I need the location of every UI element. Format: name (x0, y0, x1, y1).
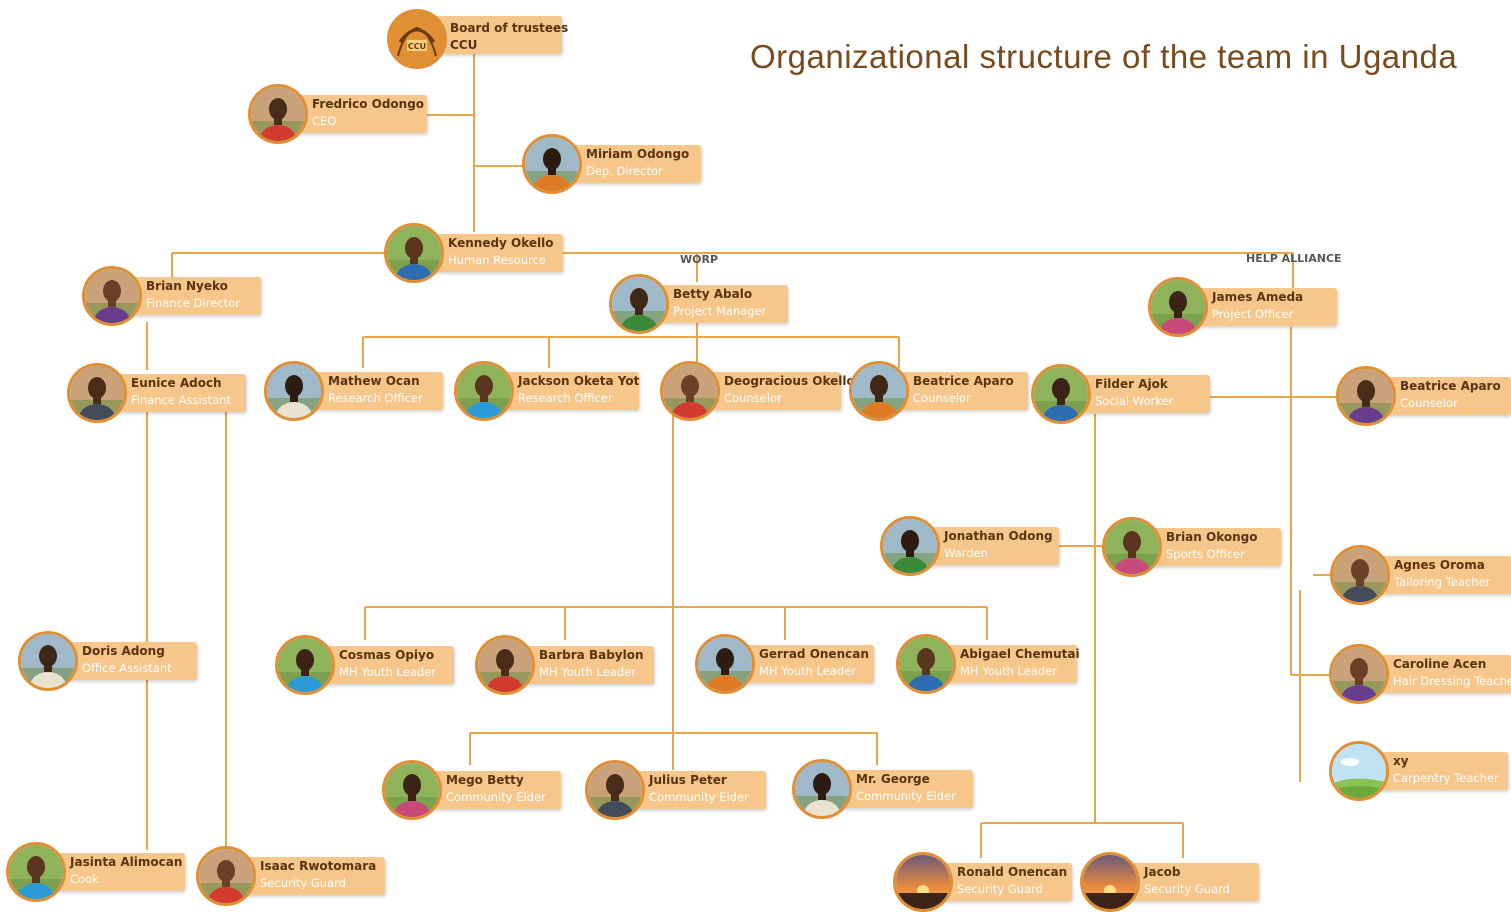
person-name: Barbra Babylon (539, 648, 644, 662)
person-photo-icon (18, 631, 78, 691)
person-role: Counselor (913, 391, 971, 405)
person-photo-icon (1148, 277, 1208, 337)
person-role: MH Youth Leader (339, 665, 436, 679)
landscape-placeholder-icon (1329, 741, 1389, 801)
person-name: Betty Abalo (673, 287, 753, 301)
person-role: CEO (312, 114, 337, 128)
person-name: Ronald Onencan (957, 865, 1068, 879)
person-name: Abigael Chemutai (960, 647, 1080, 661)
person-name: Cosmas Opiyo (339, 648, 435, 662)
person-name: Beatrice Aparo (1400, 379, 1501, 393)
person-photo-icon (6, 842, 66, 902)
person-role: MH Youth Leader (539, 665, 636, 679)
person-role: Research Officer (518, 391, 613, 405)
person-photo-icon (475, 635, 535, 695)
person-name: James Ameda (1212, 290, 1304, 304)
person-photo-icon (1336, 366, 1396, 426)
ccu-logo-text: CCU (408, 42, 426, 51)
person-photo-icon (792, 759, 852, 819)
person-role: Tailoring Teacher (1394, 575, 1491, 589)
person-name: Isaac Rwotomara (260, 859, 377, 873)
person-role: Warden (944, 546, 988, 560)
person-photo-icon (695, 634, 755, 694)
person-name: Deogracious Okello (724, 374, 855, 388)
person-photo-icon (454, 361, 514, 421)
person-photo-icon (609, 274, 669, 334)
person-name: Jackson Oketa Yot (518, 374, 640, 388)
person-name: Mr. George (856, 772, 930, 786)
person-photo-icon (1031, 364, 1091, 424)
person-role: Social Worker (1095, 394, 1174, 408)
person-name: Brian Okongo (1166, 530, 1258, 544)
person-photo-icon (275, 635, 335, 695)
person-role: Carpentry Teacher (1393, 771, 1499, 785)
person-name: Caroline Acen (1393, 657, 1487, 671)
person-name: Brian Nyeko (146, 279, 228, 293)
person-name: Doris Adong (82, 644, 165, 658)
person-photo-icon (1102, 517, 1162, 577)
person-photo-icon (67, 363, 127, 423)
person-photo-icon (849, 361, 909, 421)
person-name: Jasinta Alimocan (70, 855, 183, 869)
person-photo-icon (660, 361, 720, 421)
person-role: Cook (70, 872, 99, 886)
person-role: Research Officer (328, 391, 423, 405)
person-role: Community Elder (446, 790, 546, 804)
person-photo-icon (82, 266, 142, 326)
person-name: Agnes Oroma (1394, 558, 1485, 572)
page-title: Organizational structure of the team in … (750, 38, 1458, 75)
person-role: Sports Officer (1166, 547, 1245, 561)
person-role: MH Youth Leader (759, 664, 856, 678)
ccu-logo-icon: CCU (387, 9, 447, 69)
person-name: Kennedy Okello (448, 236, 554, 250)
person-role: MH Youth Leader (960, 664, 1057, 678)
person-photo-icon (382, 760, 442, 820)
person-name: xy (1393, 754, 1409, 768)
branch-label-help-alliance: HELP ALLIANCE (1246, 252, 1342, 265)
person-photo-icon (1329, 644, 1389, 704)
person-photo-icon (522, 134, 582, 194)
person-photo-icon (896, 634, 956, 694)
person-photo-icon (1330, 545, 1390, 605)
person-role: Security Guard (260, 876, 346, 890)
person-photo-icon (384, 223, 444, 283)
person-role: CCU (450, 38, 478, 52)
person-role: Hair Dressing Teacher (1393, 674, 1511, 688)
person-name: Jonathan Odong (944, 529, 1053, 543)
sunset-photo-icon (893, 852, 953, 912)
person-name: Eunice Adoch (131, 376, 222, 390)
person-role: Finance Assistant (131, 393, 232, 407)
person-photo-icon (880, 516, 940, 576)
branch-label-worp: WORP (680, 253, 719, 266)
person-role: Counselor (724, 391, 782, 405)
sunset-photo-icon (1080, 852, 1140, 912)
person-name: Filder Ajok (1095, 377, 1168, 391)
person-name: Mego Betty (446, 773, 524, 787)
person-photo-icon (196, 846, 256, 906)
person-photo-icon (585, 760, 645, 820)
person-role: Dep. Director (586, 164, 663, 178)
person-name: Mathew Ocan (328, 374, 420, 388)
person-photo-icon (248, 84, 308, 144)
person-role: Finance Director (146, 296, 240, 310)
person-name: Beatrice Aparo (913, 374, 1014, 388)
person-role: Community Elder (649, 790, 749, 804)
person-name: Fredrico Odongo (312, 97, 425, 111)
person-role: Project Officer (1212, 307, 1294, 321)
person-role: Project Manager (673, 304, 767, 318)
person-role: Office Assistant (82, 661, 172, 675)
person-name: Miriam Odongo (586, 147, 690, 161)
person-role: Security Guard (957, 882, 1043, 896)
person-photo-icon (264, 361, 324, 421)
person-name: Gerrad Onencan (759, 647, 869, 661)
person-name: Board of trustees (450, 21, 569, 35)
person-role: Security Guard (1144, 882, 1230, 896)
person-role: Community Elder (856, 789, 956, 803)
person-role: Counselor (1400, 396, 1458, 410)
person-name: Jacob (1144, 865, 1181, 879)
person-name: Julius Peter (649, 773, 727, 787)
person-role: Human Resource (448, 253, 546, 267)
